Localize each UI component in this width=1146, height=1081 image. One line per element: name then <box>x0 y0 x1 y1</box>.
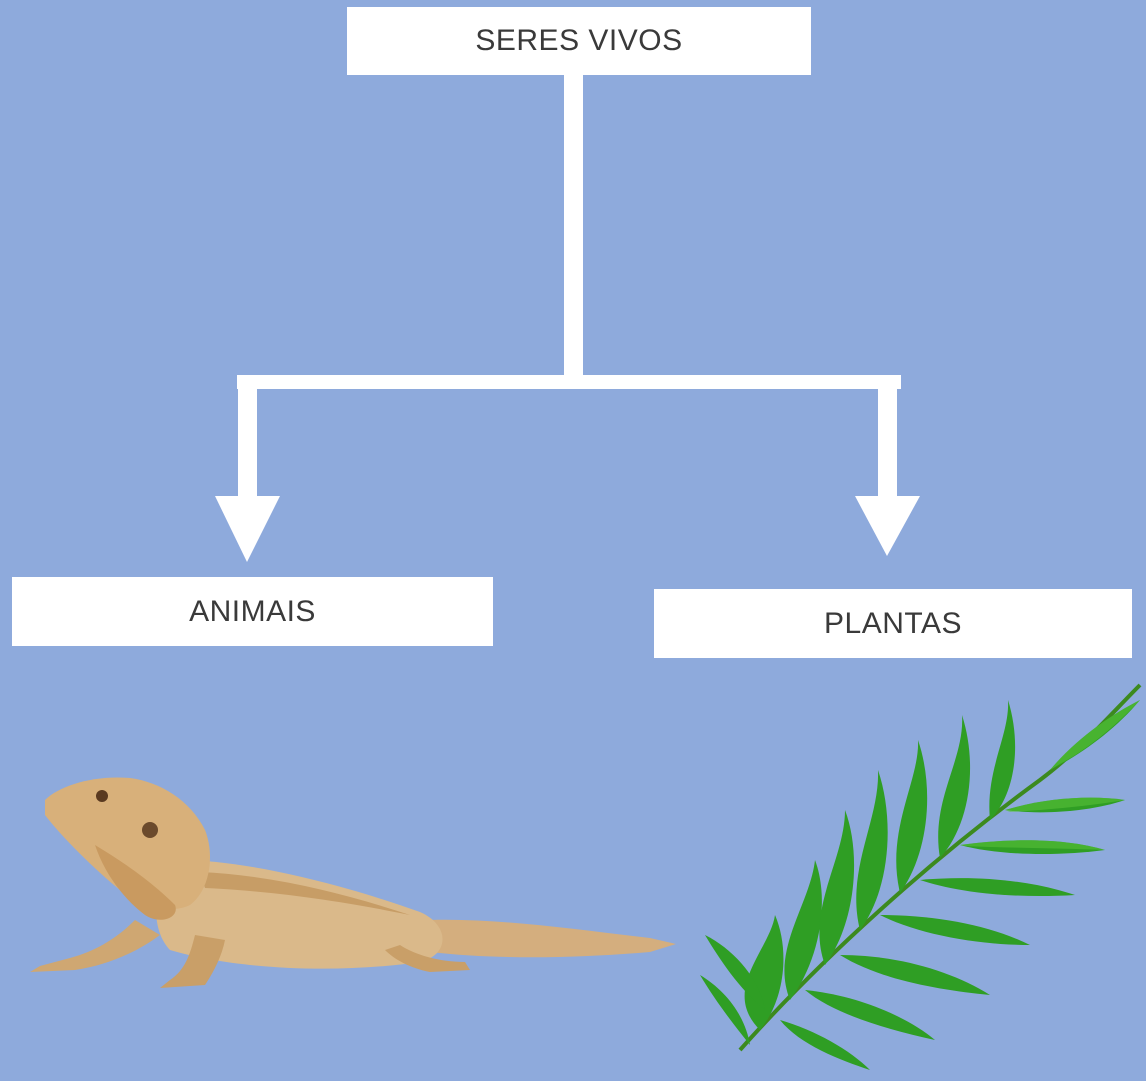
node-plantas-label: PLANTAS <box>824 606 962 640</box>
lizard-front-leg <box>30 920 160 972</box>
lizard-eye <box>96 790 108 802</box>
connector-root-trunk <box>564 73 583 378</box>
connector-crossbar <box>237 375 901 389</box>
node-plantas: PLANTAS <box>654 589 1132 658</box>
lizard-tail <box>430 919 676 958</box>
lizard-ear <box>142 822 158 838</box>
connector-lines <box>215 73 920 562</box>
lizard-front-leg-2 <box>160 935 225 988</box>
node-animais-label: ANIMAIS <box>189 594 316 628</box>
node-animais: ANIMAIS <box>12 577 493 646</box>
lizard-illustration <box>30 777 676 988</box>
connector-left-drop <box>238 375 257 500</box>
lizard-head <box>45 777 210 910</box>
arrowhead-plantas <box>855 496 920 556</box>
lizard-back-leg <box>385 945 470 972</box>
lizard-beard <box>95 845 176 920</box>
arrowhead-animais <box>215 496 280 562</box>
node-seres-vivos-label: SERES VIVOS <box>475 24 683 57</box>
palm-leaf-illustration <box>700 683 1142 1070</box>
palm-leaflets-highlight <box>960 700 1140 850</box>
connector-right-drop <box>878 375 897 500</box>
node-seres-vivos: SERES VIVOS <box>347 7 811 75</box>
lizard-back-pattern <box>200 872 410 915</box>
